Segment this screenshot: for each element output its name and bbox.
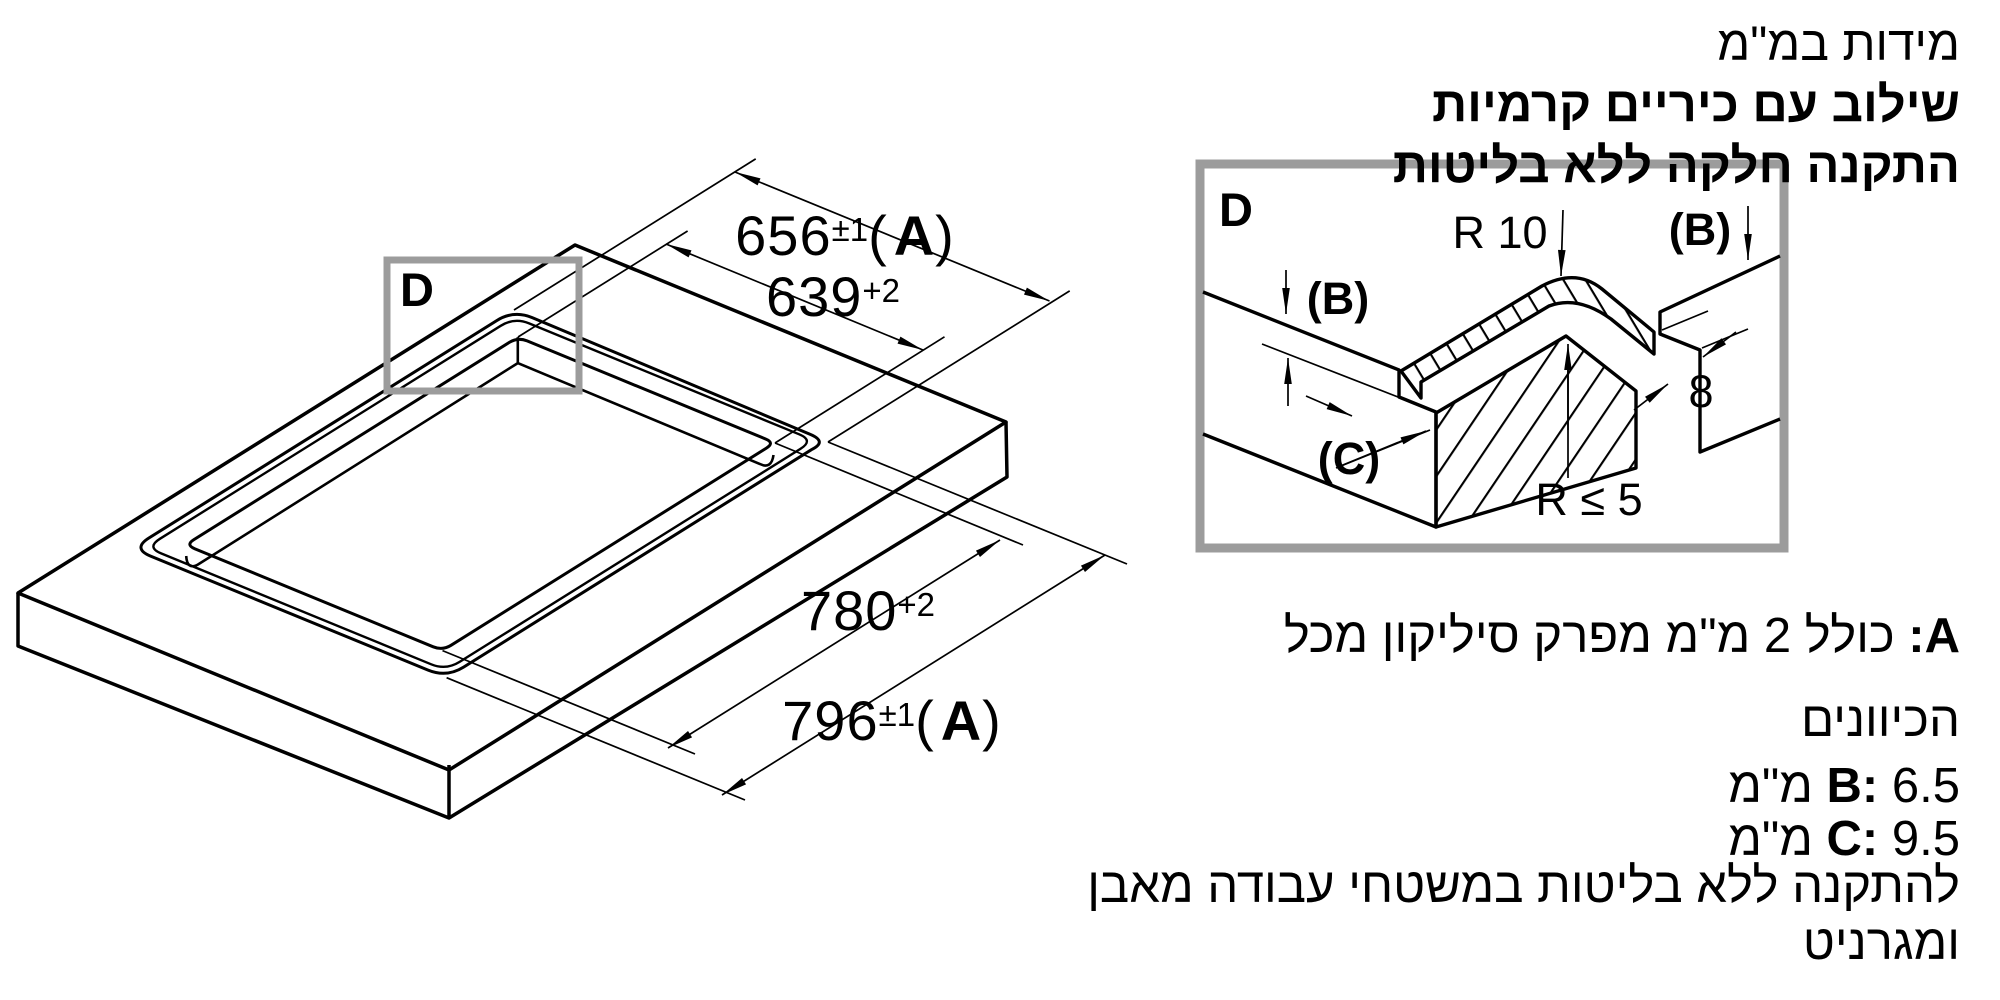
dim-label-780: 780+2	[801, 578, 935, 643]
cutout-hole-edge	[188, 337, 772, 650]
dim-label-656: 656±1(A)	[735, 203, 955, 268]
detail-d-view	[1195, 159, 1789, 553]
ledge-arrow-1	[1633, 383, 1669, 411]
note-b-text: 6.5 מ"מ	[1728, 759, 1960, 813]
dim-780-value: 780	[800, 579, 898, 642]
r10-arrow	[1557, 209, 1566, 277]
recess-rim-inner-line	[152, 319, 809, 669]
note-a-text: כולל 2 מ"מ מפרק סיליקון מכל	[1283, 609, 1909, 663]
detail-arrows	[1282, 206, 1752, 468]
paren: (	[868, 204, 888, 267]
dim-780-tolerance: +2	[897, 586, 936, 623]
ledge-width-label: 8	[1688, 366, 1714, 417]
dim-656-tolerance: ±1	[831, 211, 869, 248]
b-left-label: (B)	[1306, 273, 1370, 324]
isometric-worktop-drawing	[16, 158, 1128, 820]
note-b-key: B:	[1826, 759, 1879, 813]
detail-d-marker-box	[383, 256, 583, 395]
dim-line-639	[665, 243, 924, 351]
dim-label-796: 796±1(A)	[782, 688, 1002, 753]
dim-639-tolerance: +2	[862, 272, 901, 309]
detail-view-label: D	[1219, 183, 1253, 236]
footer-line-2: ומגרניט	[1802, 916, 1960, 970]
worktop-side-faces	[16, 421, 1009, 820]
recess-rim-outer-line	[139, 312, 821, 675]
ceramic-glass-cross-section	[1399, 276, 1656, 400]
right-worktop-cross-section	[1658, 254, 1781, 454]
dim-656-ref-a: A	[893, 204, 936, 267]
paren: )	[935, 204, 955, 267]
header: מידות במ"מ שילוב עם כיריים קרמיות התקנה …	[1393, 14, 1960, 197]
footer-line-1: להתקנה ללא בליטות במשטחי עבודה מאבן	[1087, 859, 1960, 913]
note-c: C: 9.5 מ"מ	[1728, 811, 1960, 867]
paren: )	[982, 689, 1002, 752]
header-line-3: התקנה חלקה ללא בליטות	[1392, 139, 1960, 193]
detail-marker-label: D	[400, 263, 434, 316]
dim-639-value: 639	[765, 265, 863, 328]
r5-label: R ≤ 5	[1535, 474, 1643, 525]
c-arrow-2	[1337, 430, 1427, 468]
ledge-arrow-2	[1702, 331, 1737, 358]
note-a-line-1: A: כולל 2 מ"מ מפרק סיליקון מכל	[1284, 608, 1960, 664]
b-right-label: (B)	[1668, 204, 1732, 255]
note-c-key: C:	[1826, 812, 1879, 866]
dim-656-value: 656	[735, 204, 832, 267]
cutout-inner-walls	[184, 337, 775, 568]
dimension-lines	[665, 171, 1106, 796]
c-arrow-1	[1305, 395, 1353, 417]
dim-796-ref-a: A	[940, 689, 983, 752]
r10-label: R 10	[1452, 207, 1548, 258]
dim-line-796	[721, 554, 1106, 796]
header-line-1: מידות במ"מ	[1717, 18, 1960, 71]
note-a-line-2: הכיוונים	[1800, 693, 1960, 747]
note-a-key: A:	[1908, 609, 1960, 663]
extension-lines	[442, 158, 1128, 801]
note-c-text: 9.5 מ"מ	[1728, 812, 1960, 866]
paren: (	[915, 689, 935, 752]
dim-796-tolerance: ±1	[878, 696, 916, 733]
c-label: (C)	[1317, 433, 1381, 484]
header-line-2: שילוב עם כיריים קרמיות	[1432, 78, 1960, 132]
dim-796-value: 796	[782, 689, 879, 752]
dim-label-639: 639+2	[766, 264, 900, 329]
dim-line-656	[734, 171, 1050, 302]
note-b: B: 6.5 מ"מ	[1728, 758, 1960, 814]
